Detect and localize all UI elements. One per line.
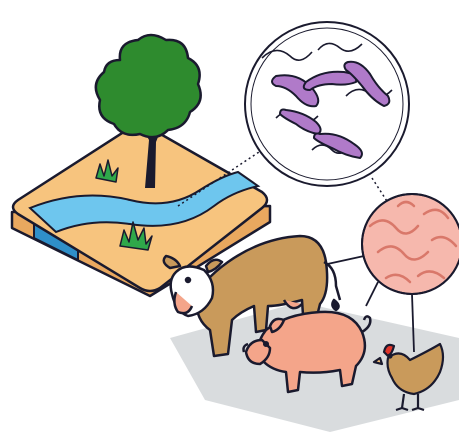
magnifier-icon <box>245 22 409 186</box>
